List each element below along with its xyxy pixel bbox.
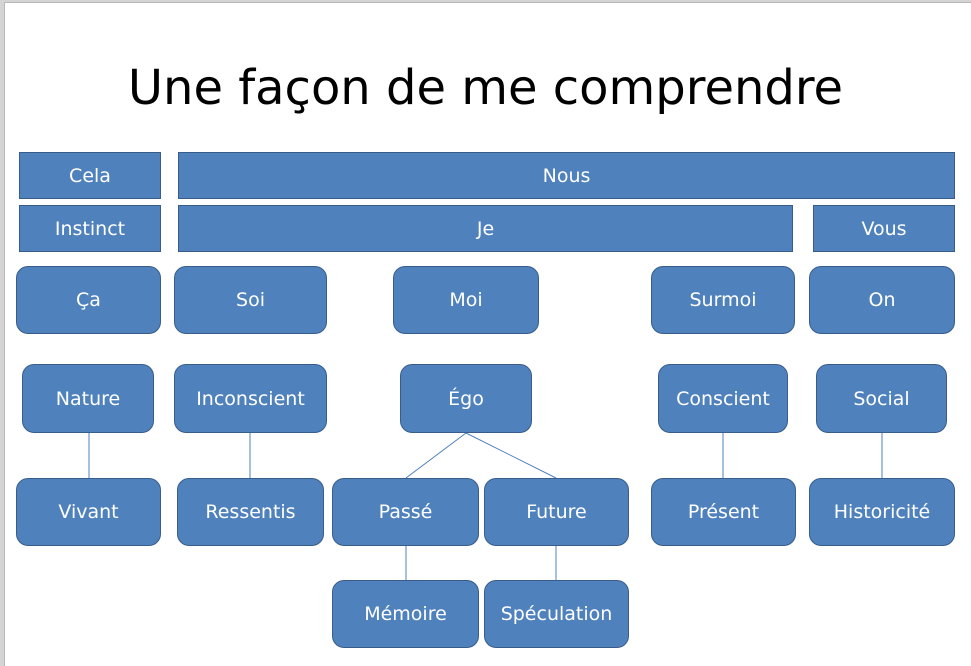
box-conscient: Conscient <box>658 364 788 433</box>
box-nous: Nous <box>178 152 955 199</box>
connector-ego-passe <box>405 432 467 479</box>
box-ego: Égo <box>400 364 532 433</box>
page-title: Une façon de me comprendre <box>127 60 844 116</box>
box-cela: Cela <box>19 152 161 199</box>
box-on: On <box>809 266 955 334</box>
box-surmoi: Surmoi <box>651 266 795 334</box>
box-social: Social <box>816 364 947 433</box>
box-moi: Moi <box>393 266 539 334</box>
slide <box>4 2 971 666</box>
box-vous: Vous <box>813 205 955 252</box>
box-historicite: Historicité <box>809 478 955 546</box>
box-present: Présent <box>651 478 796 546</box>
box-soi: Soi <box>174 266 327 334</box>
box-inconscient: Inconscient <box>174 364 327 433</box>
box-nature: Nature <box>22 364 154 433</box>
box-future: Future <box>484 478 629 546</box>
box-memoire: Mémoire <box>332 580 479 648</box>
box-vivant: Vivant <box>16 478 161 546</box>
connector-ego-future <box>465 432 557 479</box>
box-instinct: Instinct <box>19 205 161 252</box>
box-ca: Ça <box>16 266 161 334</box>
box-ressentis: Ressentis <box>177 478 324 546</box>
box-speculation: Spéculation <box>484 580 629 648</box>
box-je: Je <box>178 205 793 252</box>
box-passe: Passé <box>332 478 479 546</box>
